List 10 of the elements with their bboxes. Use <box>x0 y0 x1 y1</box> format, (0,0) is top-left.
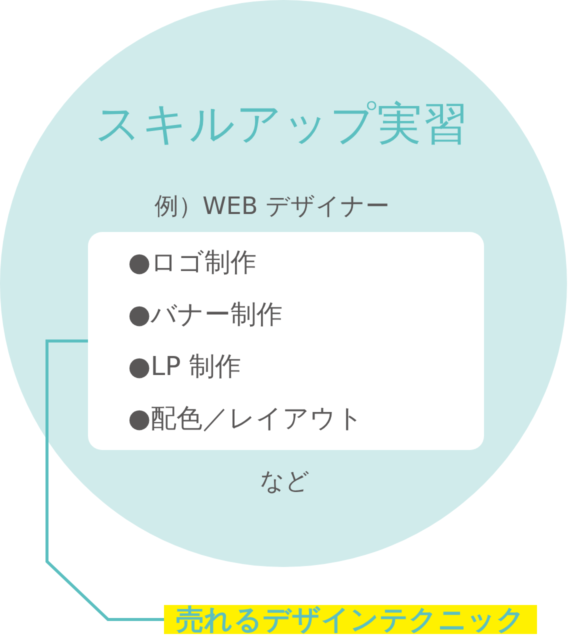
list-item: ●配色／レイアウト <box>128 403 364 435</box>
highlighted-label: 売れるデザインテクニック <box>164 605 538 634</box>
list-item: ●バナー制作 <box>128 299 283 331</box>
etc-text: など <box>260 466 310 496</box>
list-item: ●LP 制作 <box>128 351 242 383</box>
example-text: 例）WEB デザイナー <box>154 191 390 221</box>
heading: スキルアップ実習 <box>95 98 469 150</box>
list-item: ●ロゴ制作 <box>128 247 257 279</box>
leader-line <box>46 340 164 621</box>
list-card <box>88 232 484 450</box>
